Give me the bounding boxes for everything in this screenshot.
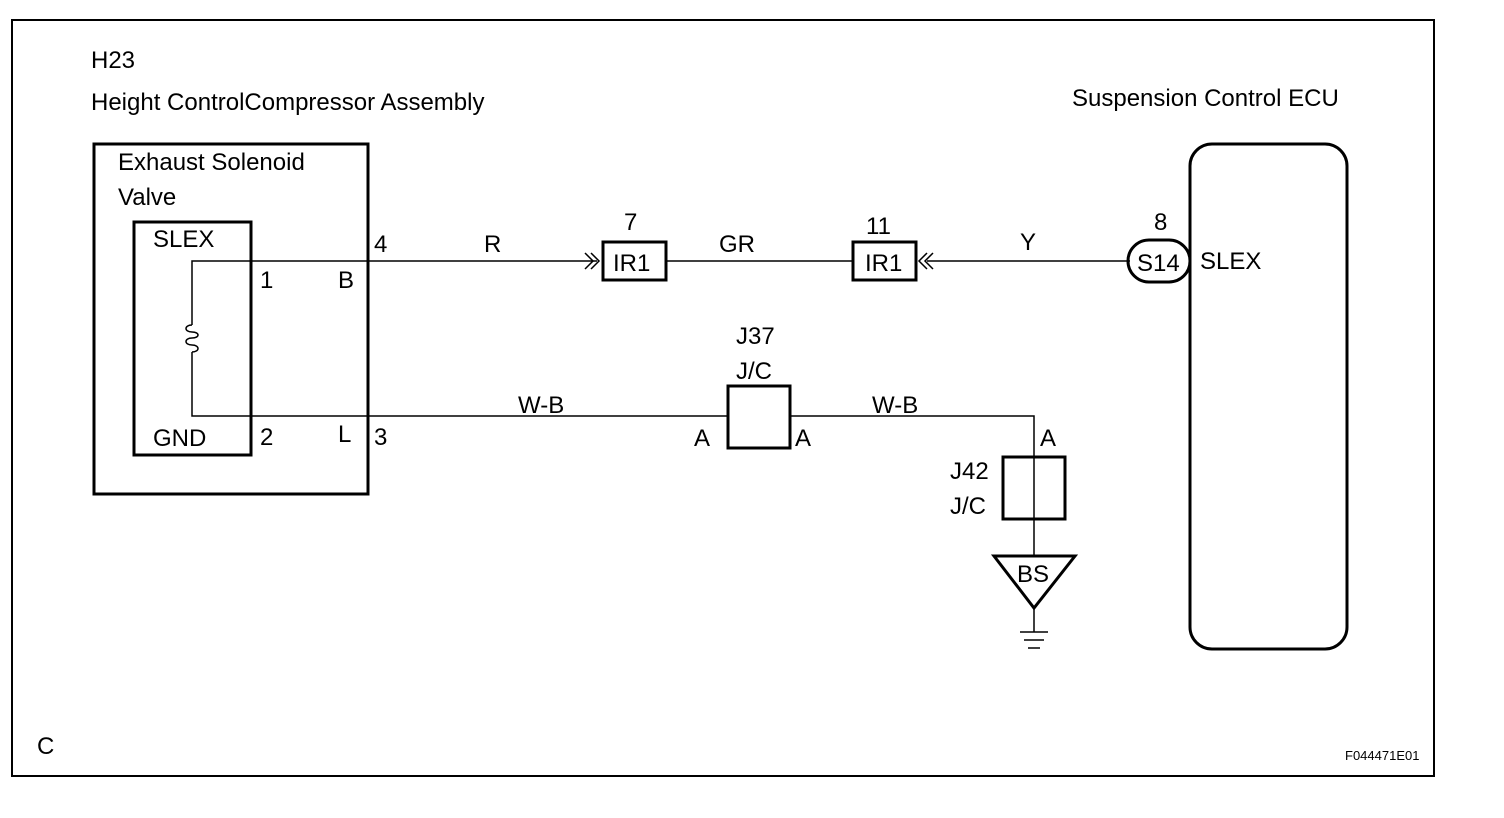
- wire-color-r: R: [484, 231, 501, 258]
- junction-j37-name: J37: [736, 323, 775, 350]
- pin-1: 1: [260, 267, 273, 294]
- ecu-slex-label: SLEX: [1200, 248, 1261, 275]
- wire-b-label: B: [338, 267, 354, 294]
- valve-name-line1: Exhaust Solenoid: [118, 149, 305, 176]
- ground-point-label: BS: [1017, 561, 1049, 588]
- wire-color-wb-2: W-B: [872, 392, 918, 419]
- valve-name-line2: Valve: [118, 184, 176, 211]
- solenoid-internal-wire: [191, 260, 368, 417]
- connector-ir1-pin-1: 7: [624, 209, 637, 236]
- ecu-box: [1188, 142, 1349, 651]
- wire-color-gr: GR: [719, 231, 755, 258]
- junction-j37-type: J/C: [736, 358, 772, 385]
- solenoid-coil-icon: [185, 324, 199, 353]
- connector-ir1-name-2: IR1: [865, 250, 902, 277]
- valve-gnd-label: GND: [153, 425, 206, 452]
- wire-color-y: Y: [1020, 229, 1036, 256]
- ecu-name: Suspension Control ECU: [1072, 85, 1339, 112]
- junction-j42-name: J42: [950, 458, 989, 485]
- valve-slex-label: SLEX: [153, 226, 214, 253]
- junction-j37-pin-left: A: [694, 425, 710, 452]
- compressor-name: Height ControlCompressor Assembly: [91, 89, 484, 116]
- wire-segment-wb-2: [790, 415, 1035, 457]
- connector-arrow-icon: [917, 252, 934, 270]
- compressor-code: H23: [91, 47, 135, 74]
- wire-l-label: L: [338, 421, 351, 448]
- solenoid-valve-box: [132, 220, 253, 457]
- pin-2: 2: [260, 424, 273, 451]
- junction-j37-box: [726, 384, 792, 450]
- connector-ir1-box-2: [851, 240, 918, 282]
- connector-arrow-icon: [584, 252, 601, 270]
- ground-icon: [1020, 631, 1048, 649]
- upper-signal-circuit: R IR1 7 GR IR1 11 Y S14 8: [368, 209, 1192, 284]
- wire-color-wb-1: W-B: [518, 392, 564, 419]
- ground-circuit: W-B J37 J/C A A W-B A J42 J/C BS: [368, 323, 1079, 649]
- junction-j42-pin-top: A: [1040, 425, 1056, 452]
- corner-letter: C: [37, 733, 54, 760]
- compressor-assembly: Exhaust Solenoid Valve SLEX GND 1 2 B L …: [92, 142, 387, 496]
- pin-4: 4: [374, 231, 387, 258]
- figure-id: F044471E01: [1345, 748, 1419, 763]
- junction-j37-pin-right: A: [795, 425, 811, 452]
- connector-ir1-pin-2: 11: [866, 213, 891, 240]
- diagram-frame: [11, 19, 1435, 777]
- compressor-box: [92, 142, 370, 496]
- ecu-connector-s14-label: S14: [1137, 250, 1180, 277]
- ecu-pin-8: 8: [1154, 209, 1167, 236]
- junction-j42-type: J/C: [950, 493, 986, 520]
- ground-point-triangle: [990, 554, 1079, 611]
- pin-3: 3: [374, 424, 387, 451]
- connector-ir1-name-1: IR1: [613, 250, 650, 277]
